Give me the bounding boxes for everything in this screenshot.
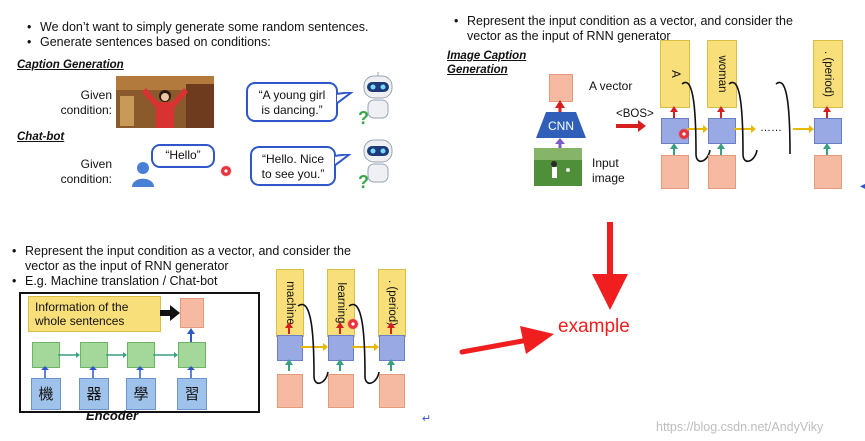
rnn-bullet: Represent the input condition as a vecto… [453,14,853,44]
arrow-up-icon [387,359,395,371]
red-arrow-left-icon [459,326,554,355]
robot-icon: ? [358,72,393,128]
arrow-up-icon [285,322,293,334]
vector-label: A vector [589,79,633,93]
arrow-up-icon [555,138,565,148]
arrow-up-icon [336,322,344,334]
encoder-slide: Represent the input condition as a vecto… [0,232,438,441]
input-arrows [41,366,195,378]
arrow-up-icon [717,143,725,155]
arrow-up-icon [285,359,293,371]
caption-generation-title: Caption Generation [17,59,124,71]
input-char-3: 學 [126,378,156,410]
input-char-4: 習 [177,378,207,410]
svg-text:?: ? [358,108,369,128]
arrow-up-icon [336,359,344,371]
ellipsis-label: …… [760,122,782,134]
bullet-random: We don’t want to simply generate some ra… [26,20,416,35]
input-char-1: 機 [31,378,61,410]
input-token-box [814,155,842,189]
caption-chatbot-slide: We don’t want to simply generate some ra… [0,0,412,200]
bullet-conditions: Generate sentences based on conditions: [26,35,416,50]
laser-pointer-dot [220,165,232,177]
laser-pointer-dot [678,128,690,140]
info-label-box: Information of the whole sentences [28,296,161,332]
decoder-feedback-arrows [297,303,380,384]
arrow-up-icon [387,322,395,334]
laser-pointer-dot [347,318,359,330]
intro-bullets: We don’t want to simply generate some ra… [26,20,416,50]
chat-output-bubble: “Hello. Nice to see you.” [250,146,336,186]
chatbot-given-label: Given condition: [60,157,112,186]
cnn-block: CNN [536,112,586,138]
encoder-label: Encoder [86,408,139,423]
feedback-loop-arrows [681,81,791,162]
context-vector-box [180,298,204,328]
caption-output-bubble: “A young girl is dancing.” [246,82,338,122]
dancing-girl-photo [116,76,214,128]
rnn-cell-2 [708,118,736,144]
arrow-up-icon [187,328,195,342]
input-image-label: Input image [592,156,625,185]
encoder-bullets: Represent the input condition as a vecto… [11,244,421,289]
rnn-cell-3 [814,118,842,144]
output-word-a: A [660,40,690,108]
decoder-input-box [379,374,405,408]
bos-label: <BOS> [616,108,654,120]
decoder-hidden-arrows [301,343,379,351]
arrow-up-icon [717,106,725,118]
watermark: https://blog.csdn.net/AndyViky [656,420,824,434]
output-word-period: . (period) [813,40,843,108]
arrow-right-icon [160,305,180,321]
example-label: example [558,316,630,337]
caption-bubble-tail [336,92,354,106]
output-word-woman: woman [707,40,737,108]
image-caption-slide: Represent the input condition as a vecto… [438,0,865,200]
decoder-input-box [277,374,303,408]
arrow-up-icon [555,100,565,112]
caption-given-label: Given condition: [60,88,112,117]
red-arrow-down-icon [592,222,628,310]
robot-icon: ? [358,139,393,192]
input-image-photo [534,148,582,186]
cursor-mark: ◀ [860,181,865,192]
chatbot-title: Chat-bot [17,131,65,143]
decoder-input-box [328,374,354,408]
output-word-machine: machine [276,269,304,337]
image-caption-title: Image Caption Generation [447,50,527,76]
input-token-box [708,155,736,189]
arrow-up-icon [670,143,678,155]
svg-text:?: ? [358,172,369,192]
arrow-up-icon [823,106,831,118]
chat-input-bubble: “Hello” [151,144,215,168]
chat-bubble-tail [334,154,352,168]
arrow-up-icon [823,143,831,155]
arrow-up-icon [670,106,678,118]
svg-text:CNN: CNN [548,119,574,133]
input-token-box [661,155,689,189]
encoder-cell-1 [32,342,60,368]
arrow-right-icon [616,120,646,132]
decoder-cell-3 [379,335,405,361]
encoder-arrows [58,352,178,358]
encoder-cell-4 [178,342,206,368]
vector-box [549,74,573,102]
input-char-2: 器 [79,378,109,410]
return-mark: ↵ [422,413,432,425]
user-icon [132,162,154,187]
encoder-frame [19,292,260,413]
